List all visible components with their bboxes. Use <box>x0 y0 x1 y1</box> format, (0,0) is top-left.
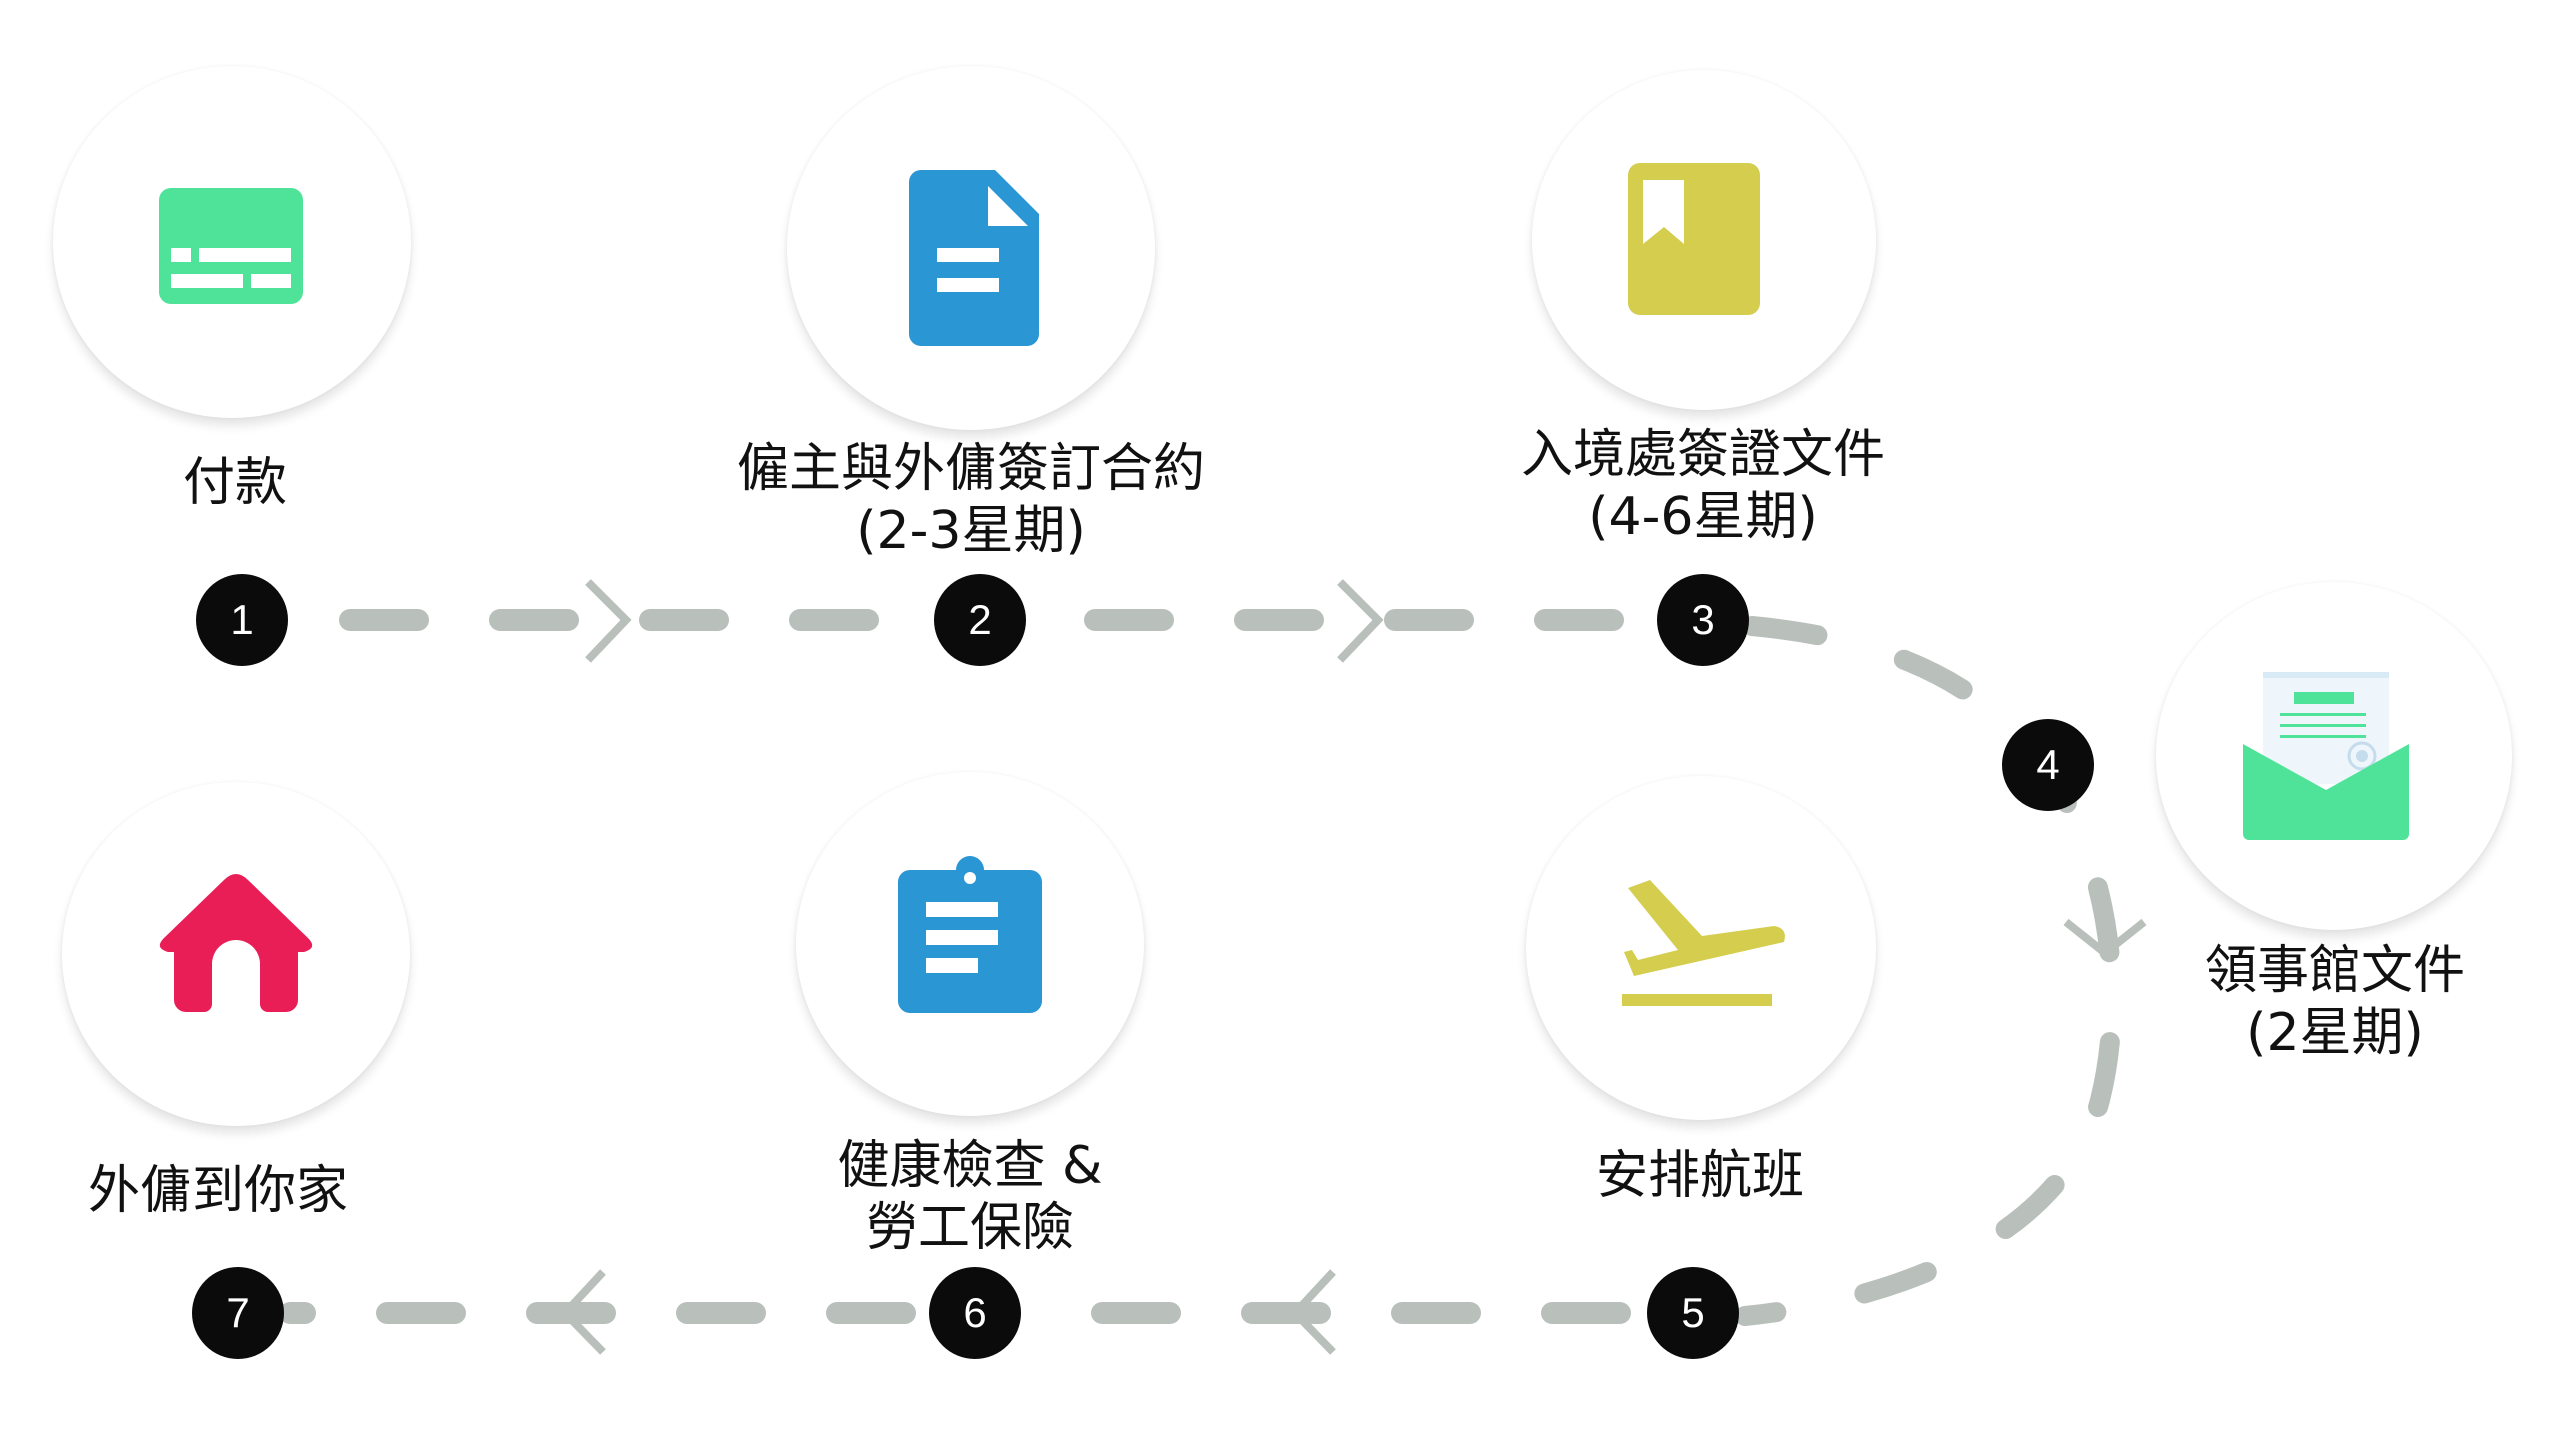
step-4-number: 4 <box>2002 719 2094 811</box>
payment-card-icon <box>159 188 303 304</box>
step-1-label: 付款 <box>183 452 287 514</box>
step-1-bubble <box>53 66 411 418</box>
step-4-title: 領事館文件 <box>2204 941 2466 1001</box>
step-1-number: 1 <box>196 574 288 666</box>
step-2-title: 僱主與外傭簽訂合約 <box>736 439 1206 499</box>
arrow-right-icon <box>585 579 632 663</box>
arrow-right-icon <box>1337 579 1384 663</box>
step-3-number: 3 <box>1657 574 1749 666</box>
step-5-bubble <box>1526 776 1876 1120</box>
document-icon <box>909 170 1039 346</box>
step-2-bubble <box>787 66 1155 430</box>
step-7-label: 外傭到你家 <box>88 1160 348 1222</box>
airplane-takeoff-icon <box>1622 880 1785 1006</box>
home-icon <box>159 874 313 1012</box>
step-3-title: 入境處簽證文件 <box>1520 425 1886 485</box>
step-2-label: 僱主與外傭簽訂合約 (2-3星期) <box>737 438 1205 562</box>
path-segment-3-4-5 <box>1735 616 2122 1326</box>
arrow-left-icon <box>559 1269 606 1355</box>
step-6-subtitle: 勞工保險 <box>865 1198 1074 1258</box>
step-7-title: 外傭到你家 <box>87 1161 349 1221</box>
step-7-number: 7 <box>192 1267 284 1359</box>
step-3-label: 入境處簽證文件 (4-6星期) <box>1521 424 1885 548</box>
step-5-label: 安排航班 <box>1596 1145 1804 1207</box>
step-1-title: 付款 <box>182 453 288 513</box>
envelope-letter-icon <box>2243 672 2409 840</box>
step-4-bubble <box>2156 582 2512 930</box>
clipboard-icon <box>898 856 1042 1013</box>
step-7-bubble <box>62 782 410 1126</box>
step-6-number: 6 <box>929 1267 1021 1359</box>
step-2-number: 2 <box>934 574 1026 666</box>
step-4-label: 領事館文件 (2星期) <box>2205 940 2465 1064</box>
arrow-down-icon <box>2063 918 2147 959</box>
bookmark-book-icon <box>1628 163 1760 315</box>
step-5-number: 5 <box>1647 1267 1739 1359</box>
step-4-duration: (2星期) <box>2246 1003 2424 1063</box>
arrow-left-icon <box>1289 1269 1336 1355</box>
step-5-title: 安排航班 <box>1595 1146 1805 1206</box>
step-2-duration: (2-3星期) <box>856 501 1086 561</box>
step-6-bubble <box>796 772 1144 1116</box>
step-3-duration: (4-6星期) <box>1588 487 1818 547</box>
step-6-label: 健康檢查 & 勞工保險 <box>837 1135 1102 1259</box>
step-6-title: 健康檢查 & <box>837 1136 1103 1196</box>
step-3-bubble <box>1532 70 1876 410</box>
